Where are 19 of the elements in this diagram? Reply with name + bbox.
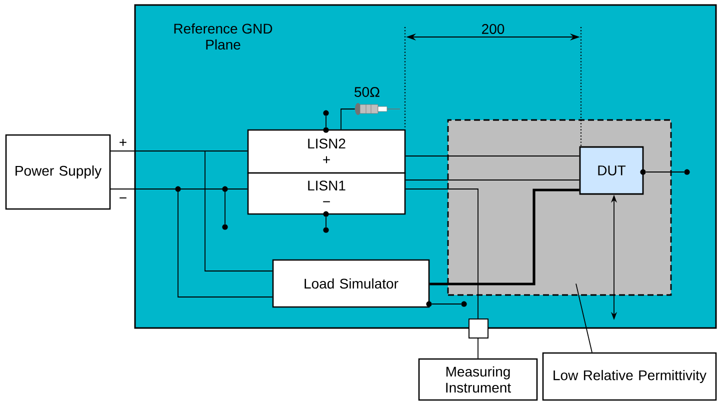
wire — [405, 188, 478, 319]
leader-line — [576, 283, 592, 353]
wire — [340, 108, 356, 130]
instrument-box: Measuring Instrument — [418, 358, 538, 401]
power-supply-box: Power Supply — [5, 134, 111, 210]
lisn-box: LISN2 + — [247, 129, 406, 174]
impedance-label: 50Ω — [354, 87, 380, 97]
wire — [110, 188, 226, 224]
text-box: Low Relative Permittivity — [542, 352, 717, 401]
wire — [110, 150, 273, 272]
dut-box: DUT — [579, 146, 644, 195]
lisn-box: LISN1 − — [247, 172, 406, 215]
wire — [430, 188, 580, 286]
dimension-label: 200 — [482, 24, 504, 34]
load-simulator-box: Load Simulator — [272, 259, 430, 308]
polarity-sign: + — [120, 138, 126, 146]
port-square — [468, 318, 488, 338]
polarity-sign: − — [120, 197, 126, 198]
plane-title: Reference GND Plane — [174, 23, 272, 50]
